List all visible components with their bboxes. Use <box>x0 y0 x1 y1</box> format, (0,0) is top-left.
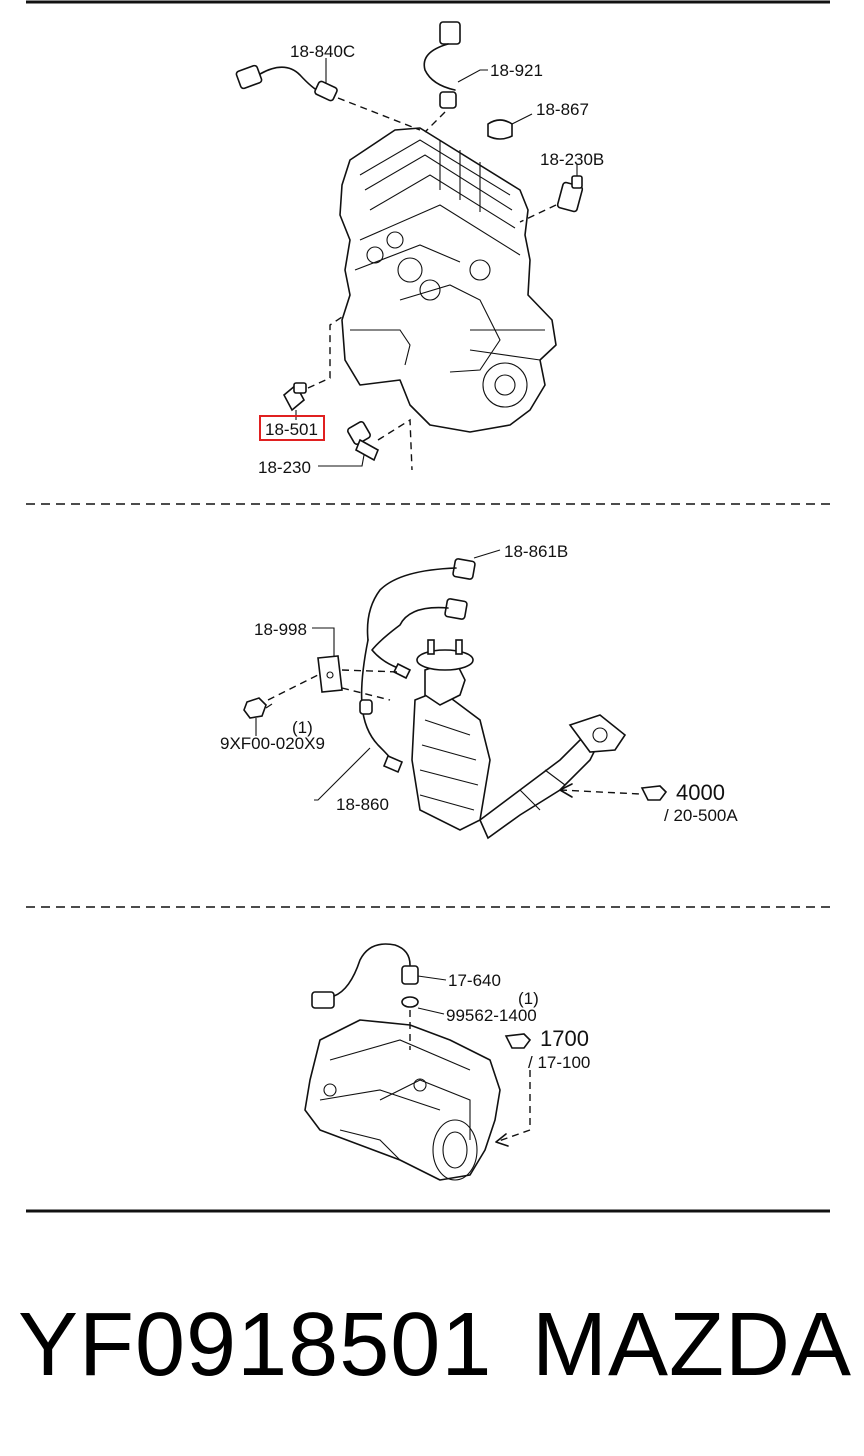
highlight-box-18-501 <box>259 415 325 441</box>
sensor-18-501[interactable] <box>282 314 346 420</box>
reference-1700[interactable] <box>495 1033 532 1147</box>
reference-4000[interactable] <box>559 783 668 801</box>
label-18-230: 18-230 <box>258 458 311 477</box>
engine-block-drawing <box>339 127 557 433</box>
label-18-861b: 18-861B <box>504 542 568 561</box>
label-18-840c: 18-840C <box>290 42 355 61</box>
label-18-921: 18-921 <box>490 61 543 80</box>
sensor-18-230b[interactable] <box>519 164 584 223</box>
sensor-18-860[interactable] <box>314 639 404 801</box>
sensor-18-861b[interactable] <box>366 549 501 680</box>
brand-name: MAZDA <box>532 1295 852 1395</box>
label-ref-20-500a: / 20-500A <box>664 806 738 825</box>
catalytic-converter-drawing <box>411 639 627 840</box>
label-99562-1400: 99562-1400 <box>446 1006 537 1025</box>
sensor-18-840c[interactable] <box>235 58 421 131</box>
label-qty-washer: (1) <box>518 989 539 1008</box>
label-ref-17-100: / 17-100 <box>528 1053 590 1072</box>
transmission-case-drawing <box>304 1019 501 1181</box>
footer: YF0918501 MAZDA <box>0 1280 864 1410</box>
label-17-640: 17-640 <box>448 971 501 990</box>
sensor-17-640[interactable] <box>311 943 447 1009</box>
bracket-18-998[interactable] <box>312 627 401 701</box>
label-18-867: 18-867 <box>536 100 589 119</box>
label-18-998: 18-998 <box>254 620 307 639</box>
part-number: YF0918501 <box>18 1295 493 1395</box>
part-18-867[interactable] <box>487 113 533 140</box>
label-18-501: 18-501 <box>265 420 318 439</box>
label-18-860: 18-860 <box>336 795 389 814</box>
label-18-230b: 18-230B <box>540 150 604 169</box>
bolt-9xf00[interactable] <box>243 674 319 736</box>
label-ref-1700: 1700 <box>540 1026 589 1051</box>
label-ref-4000: 4000 <box>676 780 725 805</box>
label-9xf00: 9XF00-020X9 <box>220 734 325 753</box>
sensor-18-921[interactable] <box>423 21 488 133</box>
sensor-18-230[interactable] <box>318 418 413 471</box>
washer-99562-1400[interactable] <box>401 996 445 1050</box>
label-qty-bolt: (1) <box>292 718 313 737</box>
